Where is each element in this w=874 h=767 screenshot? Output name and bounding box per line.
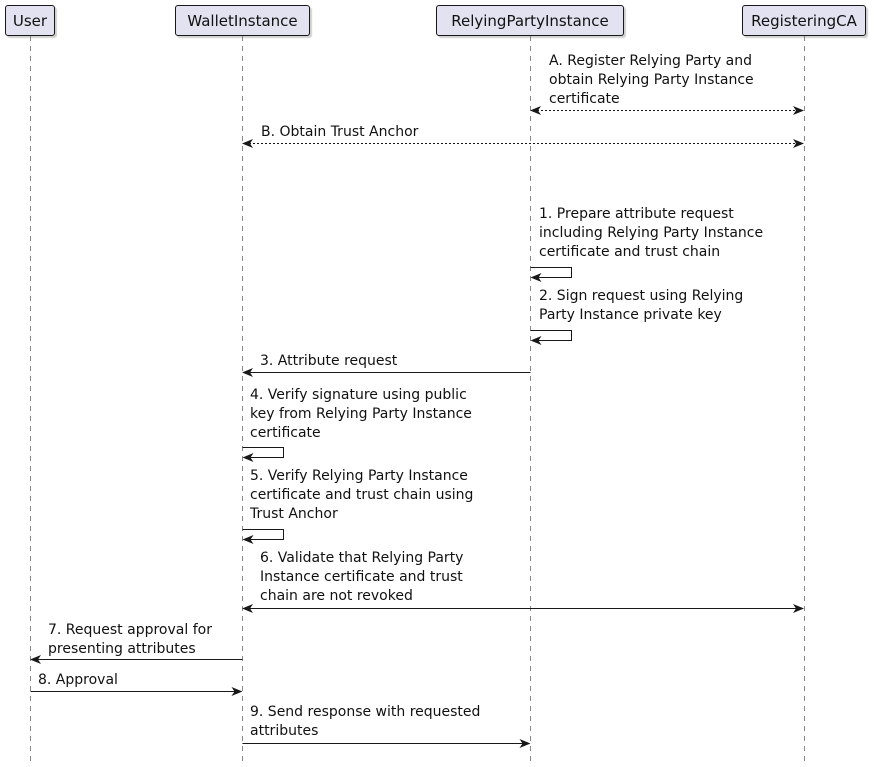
- message-9-label: 9. Send response with requested attribut…: [250, 704, 481, 739]
- message-a-arrow: [530, 106, 804, 115]
- participant-walletinstance-label: WalletInstance: [187, 11, 298, 30]
- message-3-label: 3. Attribute request: [260, 353, 398, 369]
- participant-walletinstance: WalletInstance: [175, 5, 310, 36]
- participant-relyingpartyinstance-label: RelyingPartyInstance: [451, 11, 609, 30]
- participant-relyingpartyinstance: RelyingPartyInstance: [436, 5, 624, 36]
- message-a-label: A. Register Relying Party and obtain Rel…: [549, 53, 754, 107]
- message-1-label: 1. Prepare attribute request including R…: [539, 206, 764, 260]
- participant-registeringca-label: RegisteringCA: [751, 11, 857, 30]
- participant-registeringca: RegisteringCA: [742, 5, 866, 36]
- message-1-arrow: [530, 267, 572, 282]
- message-8-label: 8. Approval: [38, 672, 118, 688]
- message-4-arrow: [242, 447, 284, 462]
- message-3-arrow: [242, 368, 531, 377]
- message-b-arrow: [242, 139, 804, 148]
- message-2-label: 2. Sign request using Relying Party Inst…: [539, 288, 744, 323]
- message-5-label: 5. Verify Relying Party Instance certifi…: [250, 468, 474, 522]
- message-b-label: B. Obtain Trust Anchor: [261, 124, 419, 140]
- participant-user: User: [5, 5, 55, 36]
- message-8-arrow: [30, 687, 243, 696]
- message-7-arrow: [30, 655, 243, 664]
- message-6-label: 6. Validate that Relying Party Instance …: [260, 550, 464, 604]
- message-5-arrow: [242, 529, 284, 544]
- message-2-arrow: [530, 330, 572, 345]
- message-6-arrow: [242, 604, 804, 613]
- message-7-label: 7. Request approval for presenting attri…: [48, 622, 212, 657]
- message-9-arrow: [242, 739, 531, 748]
- message-4-label: 4. Verify signature using public key fro…: [250, 387, 472, 441]
- participant-user-label: User: [12, 11, 48, 30]
